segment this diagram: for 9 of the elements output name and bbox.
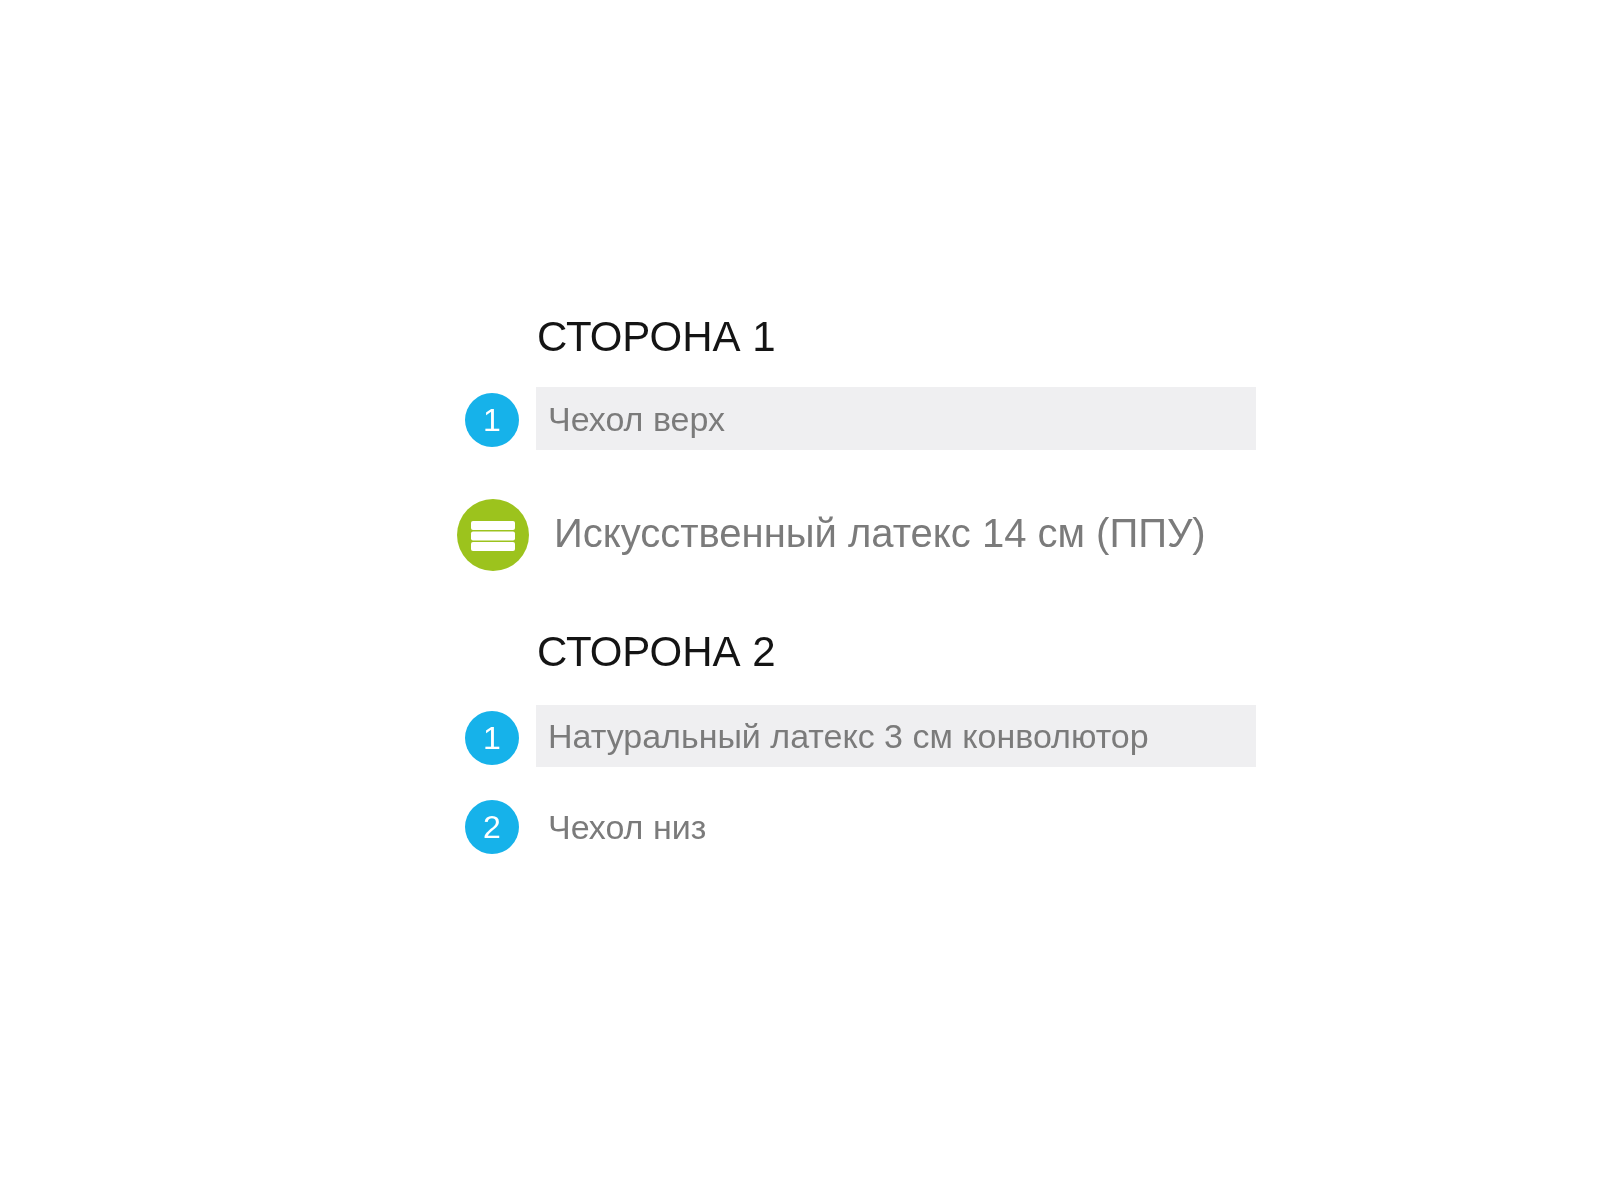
section-heading: СТОРОНА 1 xyxy=(537,316,776,358)
number-badge: 2 xyxy=(465,800,519,854)
section-heading: СТОРОНА 2 xyxy=(537,631,776,673)
number-badge: 1 xyxy=(465,393,519,447)
highlighted-layer-row: Чехол верх xyxy=(536,387,1256,450)
number-badge: 1 xyxy=(465,711,519,765)
layer-name: Искусственный латекс 14 см (ППУ) xyxy=(554,513,1206,553)
highlighted-layer-row: Натуральный латекс 3 см конволютор xyxy=(536,705,1256,767)
layer-name: Чехол низ xyxy=(548,810,707,844)
